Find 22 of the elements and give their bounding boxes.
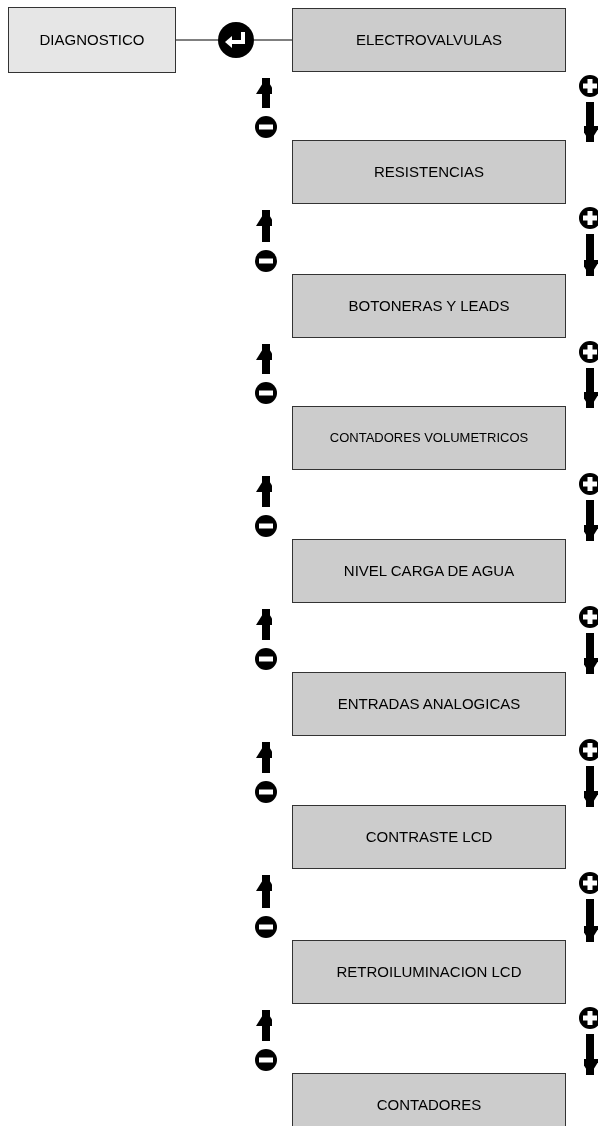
menu-box	[292, 1073, 566, 1126]
menu-label: CONTADORES VOLUMETRICOS	[329, 429, 529, 448]
menu-label: CONTADORES	[376, 1094, 482, 1115]
menu-label: BOTONERAS Y LEADS	[348, 295, 510, 316]
menu-label: CONTRASTE LCD	[365, 826, 493, 847]
connector-line	[175, 39, 219, 41]
menu-box	[292, 672, 566, 736]
menu-box	[292, 140, 566, 204]
menu-box	[292, 406, 566, 470]
menu-label: ENTRADAS ANALOGICAS	[337, 693, 521, 714]
connector-line	[253, 39, 293, 41]
menu-box	[292, 8, 566, 72]
menu-box	[8, 7, 176, 73]
menu-label: DIAGNOSTICO	[39, 29, 145, 50]
menu-box	[292, 805, 566, 869]
menu-box	[292, 274, 566, 338]
menu-box	[292, 539, 566, 603]
menu-label: RETROILUMINACION LCD	[336, 961, 522, 982]
menu-label: RESISTENCIAS	[374, 161, 484, 182]
menu-label: ELECTROVALVULAS	[355, 29, 503, 50]
menu-box	[292, 940, 566, 1004]
menu-label: NIVEL CARGA DE AGUA	[343, 560, 515, 581]
